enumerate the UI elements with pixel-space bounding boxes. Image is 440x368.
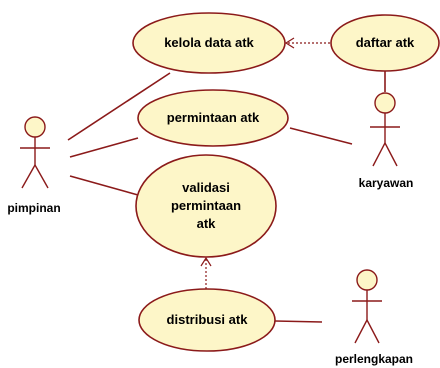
use-case-label-permintaan: permintaan atk <box>167 110 260 125</box>
actor-name-perlengkapan: perlengkapan <box>335 352 413 366</box>
use-case-label-validasi-line-2: permintaan <box>171 198 241 213</box>
use-case-label-kelola: kelola data atk <box>164 35 254 50</box>
actor-karyawan <box>370 92 400 167</box>
use-case-distribusi-atk <box>138 288 276 352</box>
use-case-permintaan-atk <box>137 89 289 147</box>
dependency-distribusi-to-validasi <box>200 256 212 289</box>
use-case-label-validasi-line-3: atk <box>197 216 217 231</box>
use-case-label-daftar: daftar atk <box>356 35 415 50</box>
actor-perlengkapan <box>352 269 382 344</box>
use-case-kelola-data-atk <box>132 12 286 74</box>
actor-name-pimpinan: pimpinan <box>7 201 60 215</box>
use-case-label-distribusi: distribusi atk <box>167 312 249 327</box>
association-pimpinan-kelola <box>67 72 171 141</box>
actor-name-karyawan: karyawan <box>359 176 414 190</box>
use-case-validasi-permintaan-atk <box>135 154 277 258</box>
association-pimpinan-permintaan <box>69 137 139 158</box>
association-pimpinan-validasi <box>69 175 139 196</box>
dependency-daftar-to-kelola <box>284 37 330 49</box>
actor-pimpinan <box>20 116 50 189</box>
association-distribusi-perlengkapan <box>274 320 323 323</box>
use-case-label-validasi-line-1: validasi <box>182 180 230 195</box>
association-permintaan-karyawan <box>289 127 353 145</box>
use-case-daftar-atk <box>330 14 440 72</box>
